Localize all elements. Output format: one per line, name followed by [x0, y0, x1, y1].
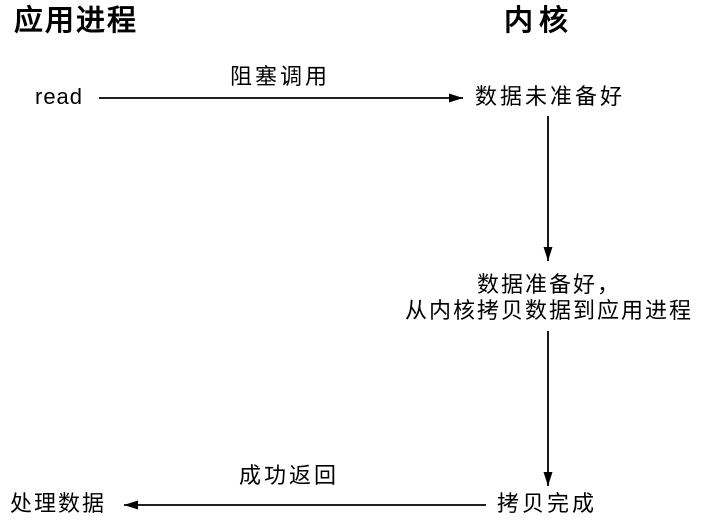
process-data-label: 处理数据: [10, 491, 107, 516]
data-ready-line1: 数据准备好，: [476, 272, 621, 297]
success-return-arrow-label: 成功返回: [238, 463, 339, 488]
data-ready-label: 数据准备好， 从内核拷贝数据到应用进程: [398, 272, 700, 324]
blocking-call-arrow-label: 阻塞调用: [229, 64, 330, 89]
kernel-header: 内核: [503, 5, 574, 37]
data-not-ready-label: 数据未准备好: [475, 84, 626, 109]
data-ready-line2: 从内核拷贝数据到应用进程: [404, 298, 693, 323]
copy-done-label: 拷贝完成: [497, 491, 598, 516]
read-call-label: read: [35, 84, 84, 109]
app-process-header: 应用进程: [14, 5, 139, 37]
